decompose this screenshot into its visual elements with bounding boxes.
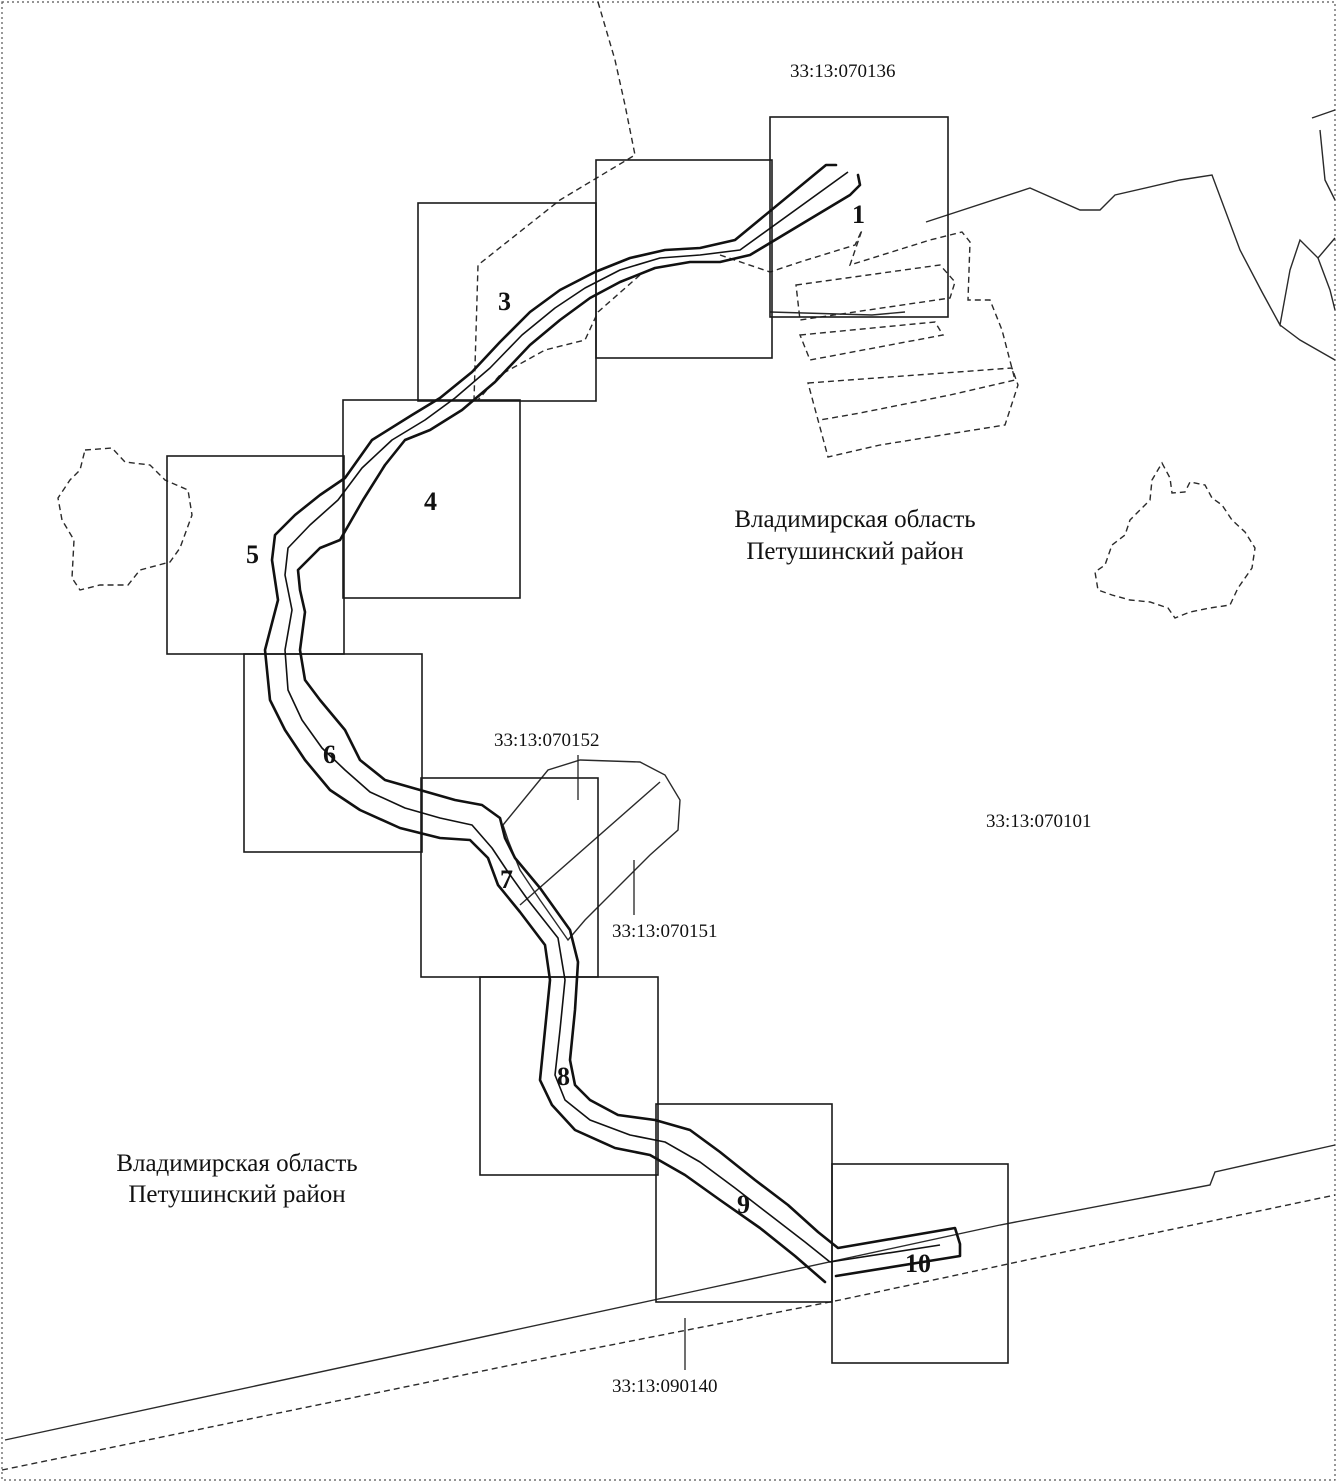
region-ne-line2: Петушинский район xyxy=(746,538,963,565)
sheet-number-9: 9 xyxy=(737,1190,750,1219)
region-labels: Владимирская область Петушинский район В… xyxy=(116,506,975,1208)
sheet-numbers: 1 3 4 5 6 7 8 9 10 xyxy=(246,200,931,1278)
pipeline-edge-outer xyxy=(296,173,962,1278)
parcel-ne-1 xyxy=(719,229,1016,421)
sheet-number-4: 4 xyxy=(424,487,437,516)
region-ne-line1: Владимирская область xyxy=(734,506,975,533)
sheet-8-frame xyxy=(479,976,659,1176)
cadastral-070152: 33:13:070152 xyxy=(494,730,600,751)
region-sw-line1: Владимирская область xyxy=(116,1150,357,1177)
cadastral-labels: 33:13:070136 33:13:070152 33:13:070101 3… xyxy=(494,61,1092,1397)
sheet-4-frame xyxy=(342,399,521,599)
sheet-frames xyxy=(166,116,1009,1364)
parcel-070152-151 xyxy=(502,759,681,942)
sheet-number-7: 7 xyxy=(500,865,513,894)
label-leaders xyxy=(577,755,686,1370)
cadastral-090140: 33:13:090140 xyxy=(612,1376,718,1397)
sheet-number-6: 6 xyxy=(323,740,336,769)
corridor-solid xyxy=(4,1144,1336,1441)
sheet-6-frame xyxy=(243,653,423,853)
sheet-2-frame xyxy=(595,159,773,359)
settlement-east xyxy=(1094,461,1256,619)
sheet-1-frame xyxy=(769,116,949,318)
corridor-dashed xyxy=(1,1194,1336,1471)
sheet-number-3: 3 xyxy=(498,287,511,316)
pipeline-axis xyxy=(284,171,941,1263)
boundary-east-solid xyxy=(1279,109,1336,361)
sheet-3-frame xyxy=(417,202,597,402)
pipeline-route xyxy=(263,163,962,1284)
parcel-ne-3 xyxy=(799,321,945,361)
cadastral-070136: 33:13:070136 xyxy=(790,61,896,82)
pipeline-edge-inner xyxy=(263,163,838,1284)
sheet-number-1: 1 xyxy=(852,200,865,229)
sheet-number-10: 10 xyxy=(905,1249,931,1278)
parcel-ne-4 xyxy=(807,367,1019,458)
boundary-sheet1 xyxy=(769,311,906,316)
settlement-west xyxy=(57,447,193,591)
region-sw-line2: Петушинский район xyxy=(128,1181,345,1208)
sheet-10-frame xyxy=(831,1163,1009,1364)
sheet-number-5: 5 xyxy=(246,540,259,569)
parcel-divider xyxy=(519,781,661,906)
cadastral-070101: 33:13:070101 xyxy=(986,811,1092,832)
sheet-number-8: 8 xyxy=(557,1062,570,1091)
boundary-north xyxy=(473,1,636,401)
boundary-ne-solid xyxy=(925,174,1336,328)
parcel-ne-2 xyxy=(795,264,956,321)
cadastral-070151: 33:13:070151 xyxy=(612,921,718,942)
